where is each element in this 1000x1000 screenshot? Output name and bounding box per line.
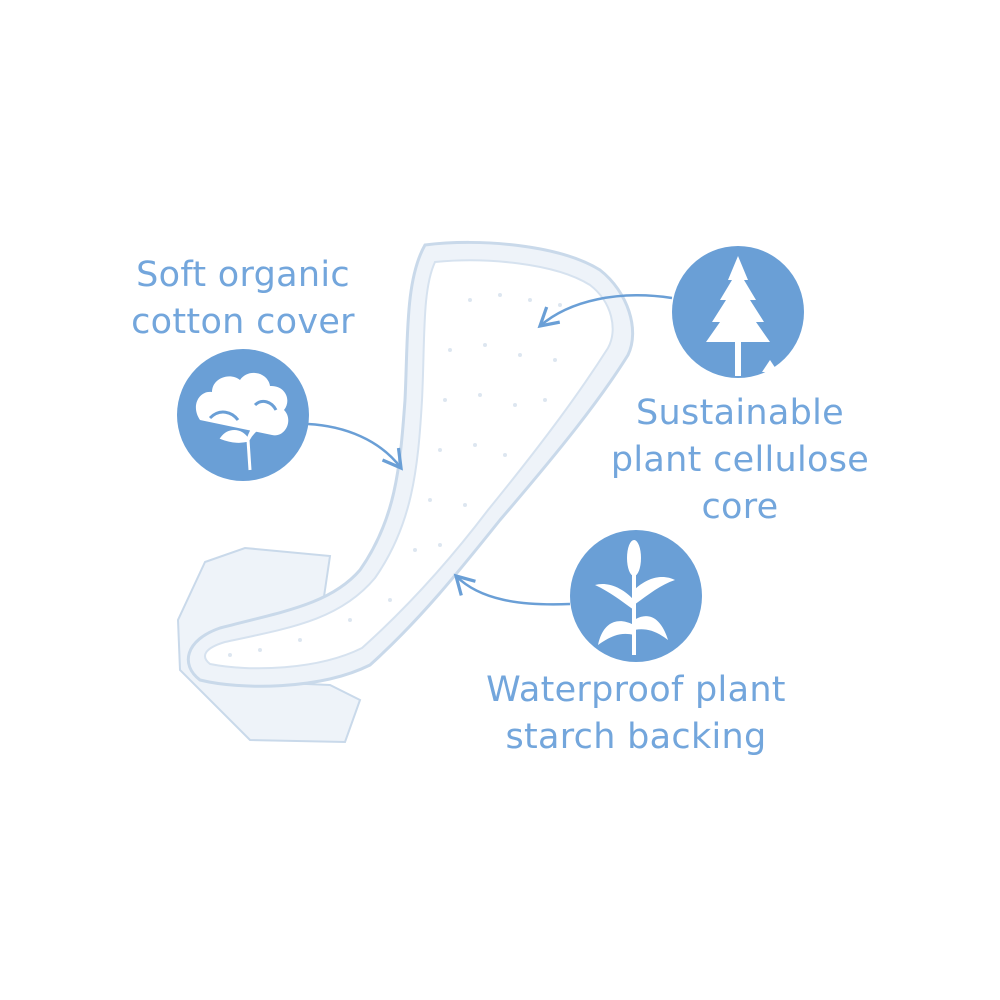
- perforation-dots: [228, 293, 562, 657]
- feature-label-backing: Waterproof plant starch backing: [466, 667, 806, 761]
- feature-label-cotton: Soft organic cotton cover: [93, 252, 393, 346]
- pad-core: [204, 259, 614, 670]
- corn-plant-icon: [570, 530, 702, 662]
- tree-icon: [672, 246, 804, 378]
- pad-wing: [176, 546, 362, 744]
- arrow-cotton: [307, 422, 403, 471]
- label-line: Soft organic: [136, 255, 350, 295]
- label-line: cotton cover: [131, 302, 355, 342]
- label-line: Sustainable: [636, 393, 844, 433]
- cotton-icon: [177, 349, 309, 481]
- label-line: starch backing: [505, 717, 767, 757]
- label-line: plant cellulose: [610, 440, 870, 480]
- feature-label-core: Sustainable plant cellulose core: [590, 390, 890, 531]
- arrow-corn: [453, 573, 571, 606]
- label-line: Waterproof plant: [486, 670, 786, 710]
- label-line: core: [701, 487, 779, 527]
- arrow-tree: [537, 294, 673, 329]
